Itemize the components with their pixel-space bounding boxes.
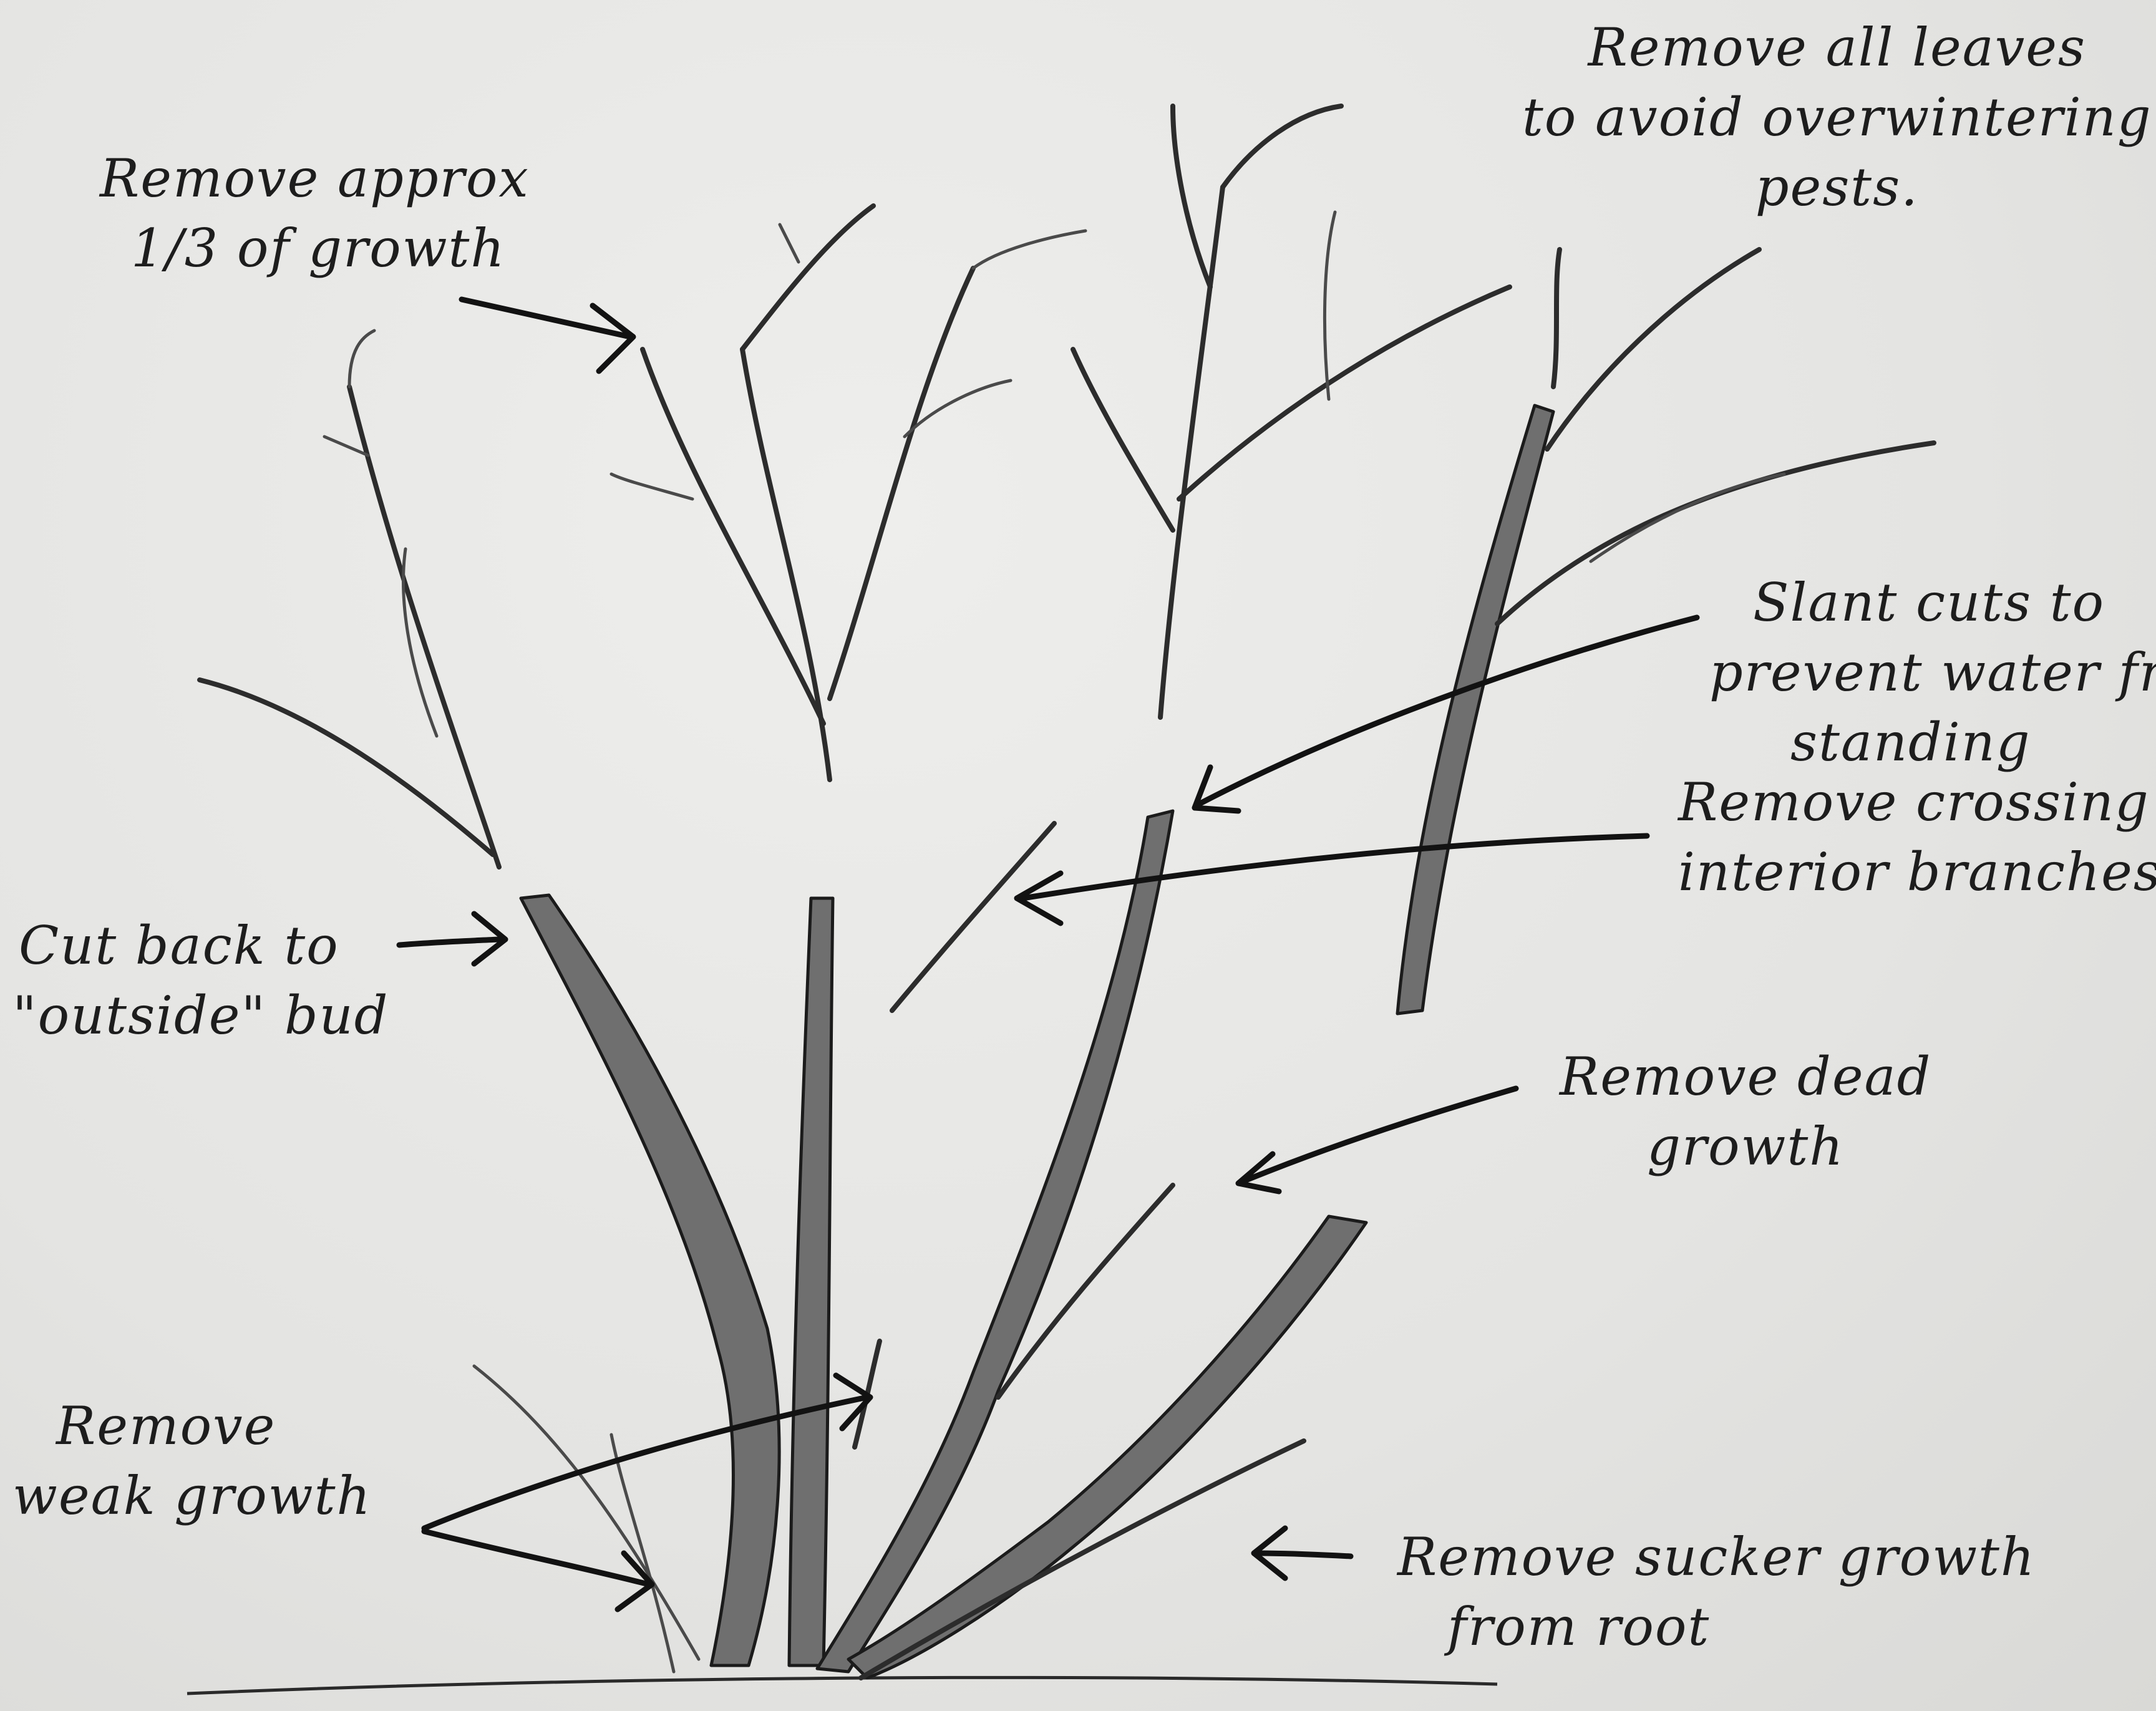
note-slant-cuts-line2: prevent water fro [1709, 637, 2156, 707]
center-cane [789, 898, 833, 1665]
note-remove-leaves-line2: to avoid overwintering [1522, 82, 2152, 152]
weak-growth-left [474, 1366, 699, 1659]
note-sucker-growth-line1: Remove sucker growth [1397, 1522, 2036, 1592]
note-dead-growth-line2: growth [1560, 1112, 1931, 1181]
crossing-twig [892, 823, 1054, 1011]
note-remove-third: Remove approx 1/3 of growth [100, 143, 530, 283]
arrow-crossing [1017, 836, 1647, 923]
upper-middle-branch [611, 206, 1085, 780]
note-remove-third-line1: Remove approx [100, 143, 530, 213]
upper-right-branch [1073, 106, 1510, 717]
arrow-sucker-growth [1254, 1528, 1351, 1578]
note-crossing-line2: interior branches [1678, 837, 2156, 907]
note-remove-third-line2: 1/3 of growth [100, 213, 530, 283]
arrow-dead-growth [1238, 1088, 1516, 1191]
note-sucker-growth-line2: from root [1397, 1592, 2036, 1662]
note-dead-growth: Remove dead growth [1560, 1042, 1931, 1181]
note-crossing-line1: Remove crossing [1678, 767, 2156, 837]
upper-left-branch [200, 331, 499, 867]
note-cut-back-line1: Cut back to [12, 911, 389, 981]
note-remove-leaves-line3: pests. [1522, 152, 2152, 222]
note-dead-growth-line1: Remove dead [1560, 1042, 1931, 1112]
note-weak-growth: Remove weak growth [12, 1391, 372, 1531]
crossing-branch-right [1397, 405, 1553, 1014]
sucker-left [611, 1435, 674, 1672]
note-crossing: Remove crossing interior branches [1678, 767, 2156, 907]
note-remove-leaves: Remove all leaves to avoid overwintering… [1522, 12, 2152, 222]
left-cane [521, 895, 779, 1665]
right-cane [817, 811, 1173, 1672]
arrow-cut-back [399, 914, 505, 964]
note-weak-growth-line2: weak growth [12, 1461, 372, 1531]
arrow-remove-third [462, 299, 633, 371]
note-remove-leaves-line1: Remove all leaves [1522, 12, 2152, 82]
ground-line [187, 1677, 1497, 1694]
note-cut-back-line2: "outside" bud [12, 981, 389, 1050]
note-sucker-growth: Remove sucker growth from root [1397, 1522, 2036, 1662]
note-cut-back: Cut back to "outside" bud [12, 911, 389, 1050]
note-slant-cuts: Slant cuts to prevent water fro standing [1709, 568, 2156, 777]
note-weak-growth-line1: Remove [12, 1391, 372, 1461]
note-slant-cuts-line1: Slant cuts to [1709, 568, 2156, 637]
